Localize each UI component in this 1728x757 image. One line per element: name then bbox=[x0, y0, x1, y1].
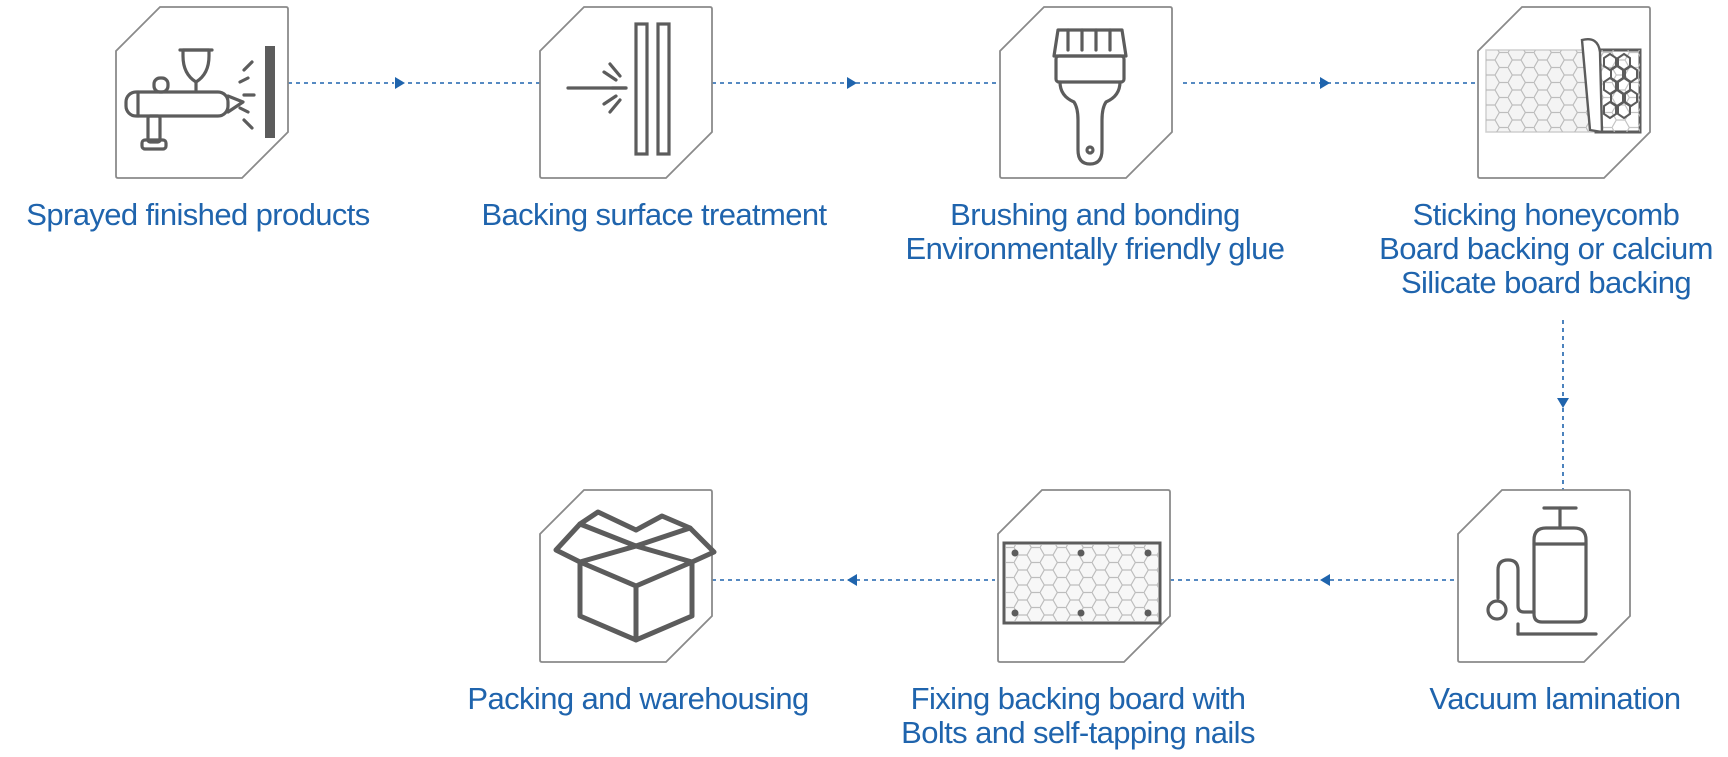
honeycomb-board-icon bbox=[1485, 38, 1642, 134]
frame-step-5 bbox=[1457, 489, 1631, 663]
airbrush-spray-icon bbox=[124, 46, 275, 151]
surface-treatment-icon bbox=[566, 22, 671, 156]
caption-line: Sprayed finished products bbox=[26, 197, 370, 232]
caption-line: Board backing or calcium bbox=[1379, 231, 1713, 266]
arrow-right-icon bbox=[847, 77, 857, 89]
caption-line: Sticking honeycomb bbox=[1412, 197, 1680, 232]
caption-line: Bolts and self-tapping nails bbox=[901, 715, 1255, 750]
arrow-left-icon bbox=[1320, 574, 1330, 586]
paint-brush-icon bbox=[1052, 28, 1128, 166]
frame-step-2 bbox=[539, 6, 713, 179]
icon-frames bbox=[115, 6, 1651, 663]
caption-line: Fixing backing board with bbox=[910, 681, 1246, 716]
open-box-icon bbox=[553, 509, 717, 643]
caption-step-7: Packing and warehousing bbox=[467, 681, 809, 716]
caption-line: Vacuum lamination bbox=[1429, 681, 1681, 716]
caption-line: Backing surface treatment bbox=[481, 197, 827, 232]
caption-step-4: Sticking honeycomb Board backing or calc… bbox=[1379, 198, 1713, 300]
caption-line: Environmentally friendly glue bbox=[905, 231, 1286, 266]
caption-step-1: Sprayed finished products bbox=[26, 197, 370, 232]
bolted-board-icon bbox=[1002, 541, 1162, 625]
caption-step-6: Fixing backing board with Bolts and self… bbox=[901, 682, 1255, 750]
connectors bbox=[288, 82, 1564, 581]
caption-step-3: Brushing and bonding Environmentally fri… bbox=[905, 197, 1286, 266]
arrow-right-icon bbox=[1320, 77, 1330, 89]
caption-line: Packing and warehousing bbox=[467, 681, 809, 716]
frame-step-3 bbox=[999, 6, 1173, 179]
arrow-right-icon bbox=[395, 77, 405, 89]
arrow-down-icon bbox=[1557, 398, 1569, 408]
vacuum-pump-icon bbox=[1486, 506, 1598, 636]
caption-step-2: Backing surface treatment bbox=[481, 197, 827, 232]
caption-line: Brushing and bonding bbox=[950, 197, 1240, 232]
caption-step-5: Vacuum lamination bbox=[1429, 681, 1681, 716]
arrow-left-icon bbox=[847, 574, 857, 586]
caption-line: Silicate board backing bbox=[1400, 265, 1692, 300]
